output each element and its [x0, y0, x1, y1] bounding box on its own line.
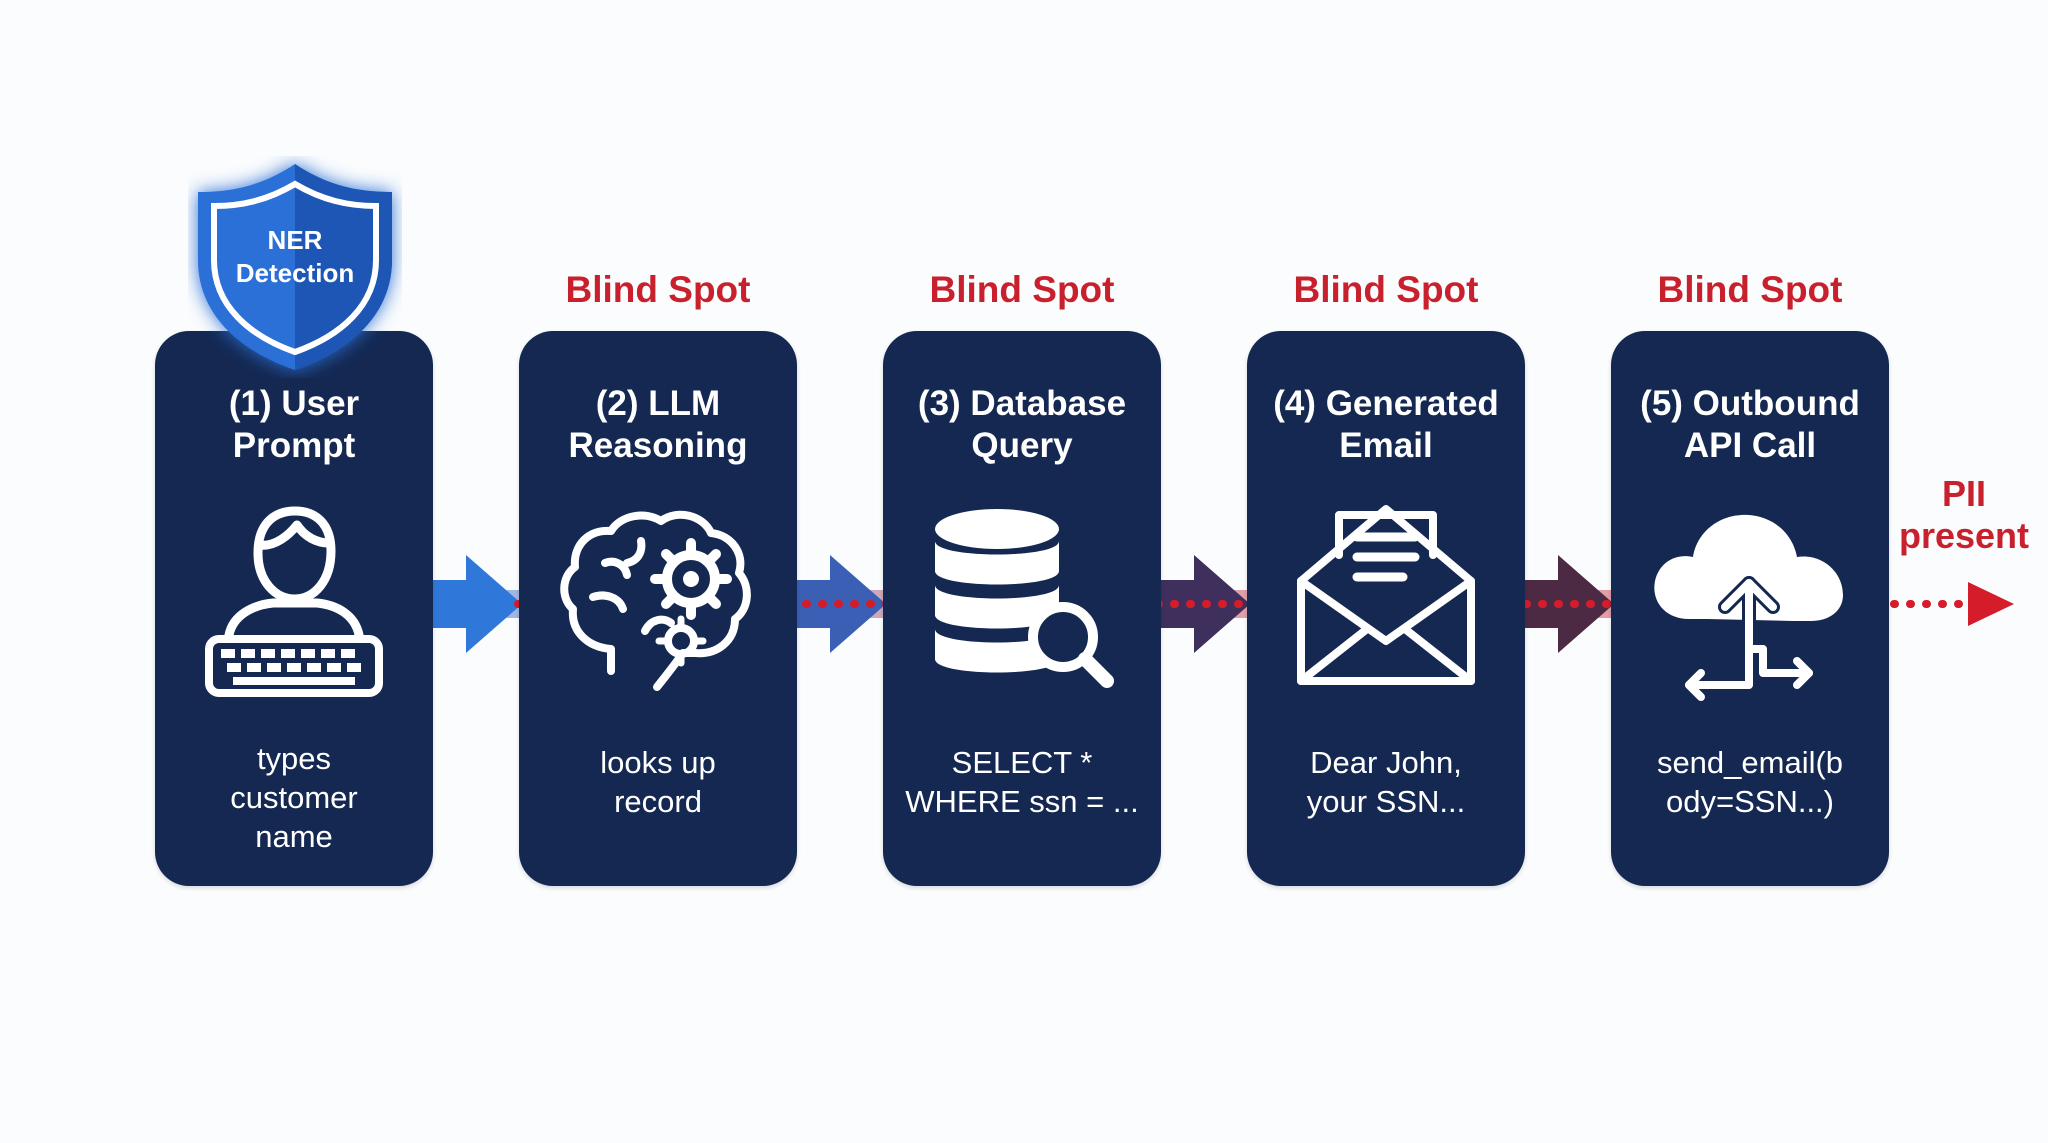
arrow-1-to-2 [432, 555, 522, 653]
envelope-icon [1297, 505, 1475, 685]
step-title: (3) Database Query [917, 384, 1127, 465]
user-keyboard-icon [205, 506, 383, 697]
arrow-4-to-5 [1524, 555, 1614, 653]
blind-spot-label-4: Blind Spot [1293, 269, 1479, 310]
step-description: types customer name [230, 741, 358, 854]
step-card-database-query: (3) Database Query SELECT * WHERE ssn = … [883, 331, 1161, 886]
ner-detection-label: NER Detection [235, 225, 355, 288]
database-search-icon [935, 509, 1114, 688]
step-description: looks up record [600, 745, 716, 819]
pii-present-label: PII present [1898, 473, 2030, 556]
shield-icon [198, 164, 392, 370]
step-title: (4) Generated Email [1273, 384, 1499, 465]
blind-spot-label-2: Blind Spot [565, 269, 751, 310]
step-title: (5) Outbound API Call [1640, 384, 1860, 465]
step-description: Dear John, your SSN... [1306, 745, 1466, 819]
step-card-user-prompt: (1) User Prompt types customer name [155, 331, 433, 886]
step-description: SELECT * WHERE ssn = ... [905, 745, 1139, 819]
cloud-api-icon [1654, 514, 1843, 701]
step-title: (1) User Prompt [228, 384, 360, 465]
blind-spot-label-3: Blind Spot [929, 269, 1115, 310]
blind-spot-label-5: Blind Spot [1657, 269, 1843, 310]
step-card-outbound-api-call: (5) Outbound API Call send_email(b ody=S… [1611, 331, 1889, 886]
brain-gears-icon [560, 510, 751, 691]
step-card-generated-email: (4) Generated Email Dear John, your SSN.… [1247, 331, 1525, 886]
step-description: send_email(b ody=SSN...) [1656, 745, 1844, 819]
pii-arrow-head [1968, 582, 2014, 626]
step-card-llm-reasoning: (2) LLM Reasoning looks up record [519, 331, 797, 886]
step-title: (2) LLM Reasoning [568, 384, 748, 465]
